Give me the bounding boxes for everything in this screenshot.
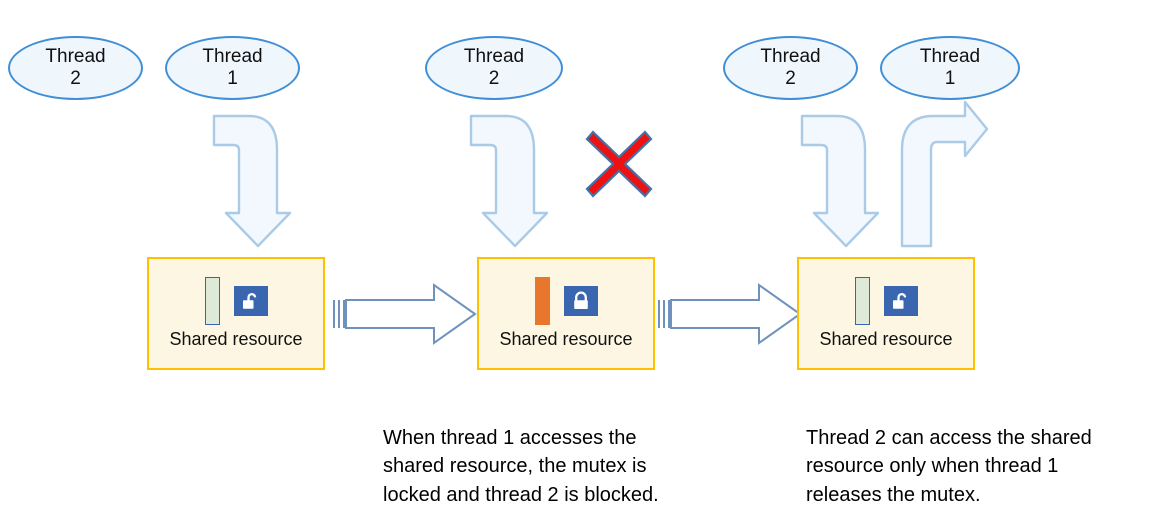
resource-label: Shared resource: [169, 329, 303, 349]
stage-1-thread-2-node[interactable]: Thread 2: [8, 36, 143, 100]
thread-label-line2: 1: [944, 68, 956, 89]
stage-3-caption: Thread 2 can access the shared resource …: [806, 427, 1092, 506]
stage-1-access-bent-arrow-icon: [205, 110, 295, 250]
thread-label-line2: 2: [488, 68, 500, 89]
resource-status-icons: [799, 277, 973, 325]
resource-usage-bar-busy: [534, 277, 550, 325]
thread-label-line2: 2: [785, 68, 796, 89]
stage-1-shared-resource-box[interactable]: Shared resource: [147, 257, 325, 370]
thread-label-line1: Thread: [45, 45, 106, 67]
resource-status-icons: [149, 277, 323, 325]
stage-2-shared-resource-box[interactable]: Shared resource: [477, 257, 655, 370]
thread-label-line2: 1: [227, 68, 238, 89]
stage-3-thread-2-node[interactable]: Thread 2: [723, 36, 858, 100]
unlocked-padlock-icon: [883, 286, 918, 316]
stage-2-caption: When thread 1 accesses the shared resour…: [383, 427, 659, 506]
thread-label-line1: Thread: [202, 45, 263, 67]
unlocked-padlock-icon: [233, 286, 268, 316]
connector-arrow-stage1-to-stage2-icon: [330, 280, 478, 348]
locked-padlock-icon: [563, 286, 598, 316]
stage-3-shared-resource-box[interactable]: Shared resource: [797, 257, 975, 370]
thread-label-line1: Thread: [919, 45, 981, 67]
thread-label-line2: 2: [70, 68, 81, 89]
connector-arrow-stage2-to-stage3-icon: [655, 280, 803, 348]
stage-2-access-bent-arrow-icon: [462, 110, 552, 250]
resource-usage-bar-free: [854, 277, 870, 325]
stage-3-access-bent-arrow-icon: [793, 110, 883, 250]
resource-label: Shared resource: [819, 329, 953, 349]
red-x-icon: [583, 128, 655, 200]
stage-3-thread-1-node[interactable]: Thread 1: [880, 36, 1020, 100]
resource-status-icons: [479, 277, 653, 325]
stage-3-release-bent-arrow-icon: [893, 100, 989, 250]
stage-1-thread-1-node[interactable]: Thread 1: [165, 36, 300, 100]
stage-2-thread-2-node[interactable]: Thread 2: [425, 36, 563, 100]
thread-label-line1: Thread: [463, 45, 525, 67]
resource-label: Shared resource: [499, 329, 633, 349]
thread-label-line1: Thread: [760, 45, 821, 67]
resource-usage-bar-free: [204, 277, 220, 325]
